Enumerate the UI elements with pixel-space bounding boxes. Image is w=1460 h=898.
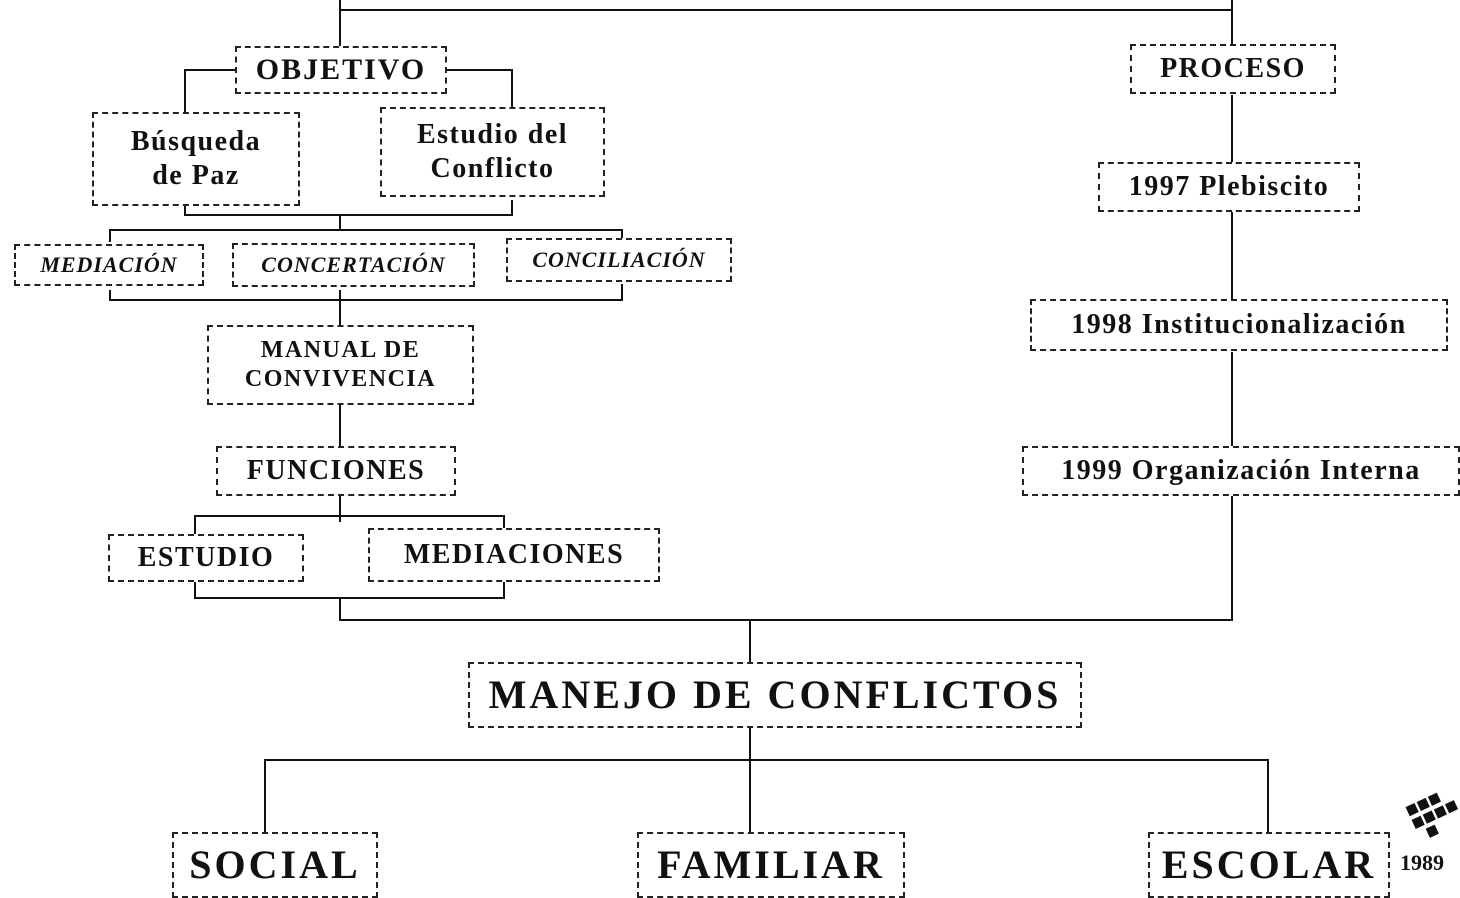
estudio-conflicto-line2: Conflicto <box>430 153 555 184</box>
busqueda-de-paz-box: Búsqueda de Paz <box>92 112 300 206</box>
objetivo-box: OBJETIVO <box>235 46 447 94</box>
escolar-box: ESCOLAR <box>1148 832 1390 898</box>
manual-line2: CONVIVENCIA <box>244 366 437 392</box>
plebiscito-box: 1997 Plebiscito <box>1098 162 1360 212</box>
conciliacion-box: CONCILIACIÓN <box>506 238 732 282</box>
estudio-box: ESTUDIO <box>108 534 304 582</box>
estudio-conflicto-line1: Estudio del <box>416 119 569 151</box>
institucionalizacion-box: 1998 Institucionalización <box>1030 299 1448 351</box>
social-box: SOCIAL <box>172 832 378 898</box>
proceso-box: PROCESO <box>1130 44 1336 94</box>
organizacion-interna-box: 1999 Organización Interna <box>1022 446 1460 496</box>
estudio-del-conflicto-box: Estudio del Conflicto <box>380 107 605 197</box>
stamp-year: 1989 <box>1400 850 1444 875</box>
busqueda-line1: Búsqueda <box>130 126 262 158</box>
mediaciones-box: MEDIACIONES <box>368 528 660 582</box>
familiar-box: FAMILIAR <box>637 832 905 898</box>
manejo-de-conflictos-box: MANEJO DE CONFLICTOS <box>468 662 1082 728</box>
manual-line1: MANUAL DE <box>260 337 421 364</box>
busqueda-line2: de Paz <box>152 160 240 191</box>
concertacion-box: CONCERTACIÓN <box>232 243 475 287</box>
top-connector <box>339 0 1233 11</box>
mediacion-box: MEDIACIÓN <box>14 244 204 286</box>
funciones-box: FUNCIONES <box>216 446 456 496</box>
manual-de-convivencia-box: MANUAL DE CONVIVENCIA <box>207 325 474 405</box>
